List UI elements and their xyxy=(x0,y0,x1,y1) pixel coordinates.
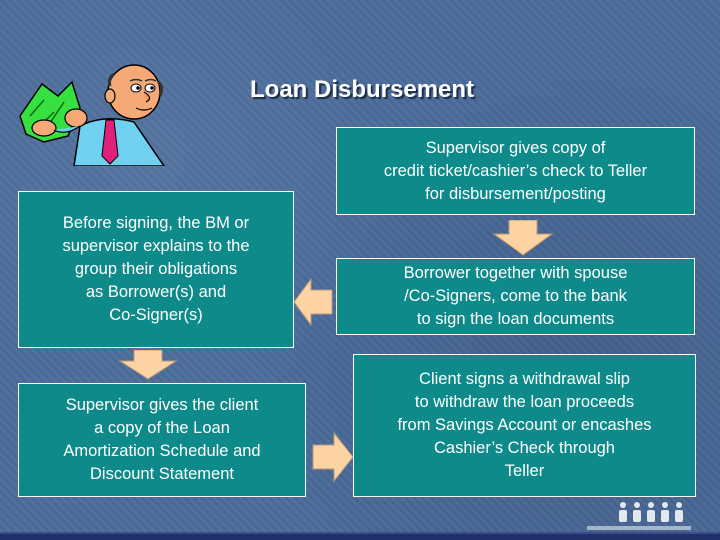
flow-step-5-text: Client signs a withdrawal slip to withdr… xyxy=(397,370,652,480)
flow-step-2-text: Borrower together with spouse /Co-Signer… xyxy=(403,264,628,328)
flow-step-5: Client signs a withdrawal slip to withdr… xyxy=(353,354,696,497)
arrow-left-icon xyxy=(293,278,333,326)
flow-step-4-text: Supervisor gives the client a copy of th… xyxy=(63,396,261,483)
organization-logo-icon xyxy=(587,502,691,530)
flow-step-1: Supervisor gives copy of credit ticket/c… xyxy=(336,127,695,215)
slide-title: Loan Disbursement xyxy=(250,76,475,103)
arrow-down-1-icon xyxy=(492,220,554,256)
businessman-holding-money-icon xyxy=(19,64,165,166)
flow-step-1-text: Supervisor gives copy of credit ticket/c… xyxy=(383,138,648,203)
flow-step-4: Supervisor gives the client a copy of th… xyxy=(18,383,306,497)
flow-step-2: Borrower together with spouse /Co-Signer… xyxy=(336,258,695,335)
flow-step-3: Before signing, the BM or supervisor exp… xyxy=(18,191,294,348)
arrow-right-icon xyxy=(312,432,354,482)
arrow-down-2-icon xyxy=(118,350,178,380)
slide-bottom-bar xyxy=(0,532,720,540)
flow-step-3-text: Before signing, the BM or supervisor exp… xyxy=(62,214,250,324)
